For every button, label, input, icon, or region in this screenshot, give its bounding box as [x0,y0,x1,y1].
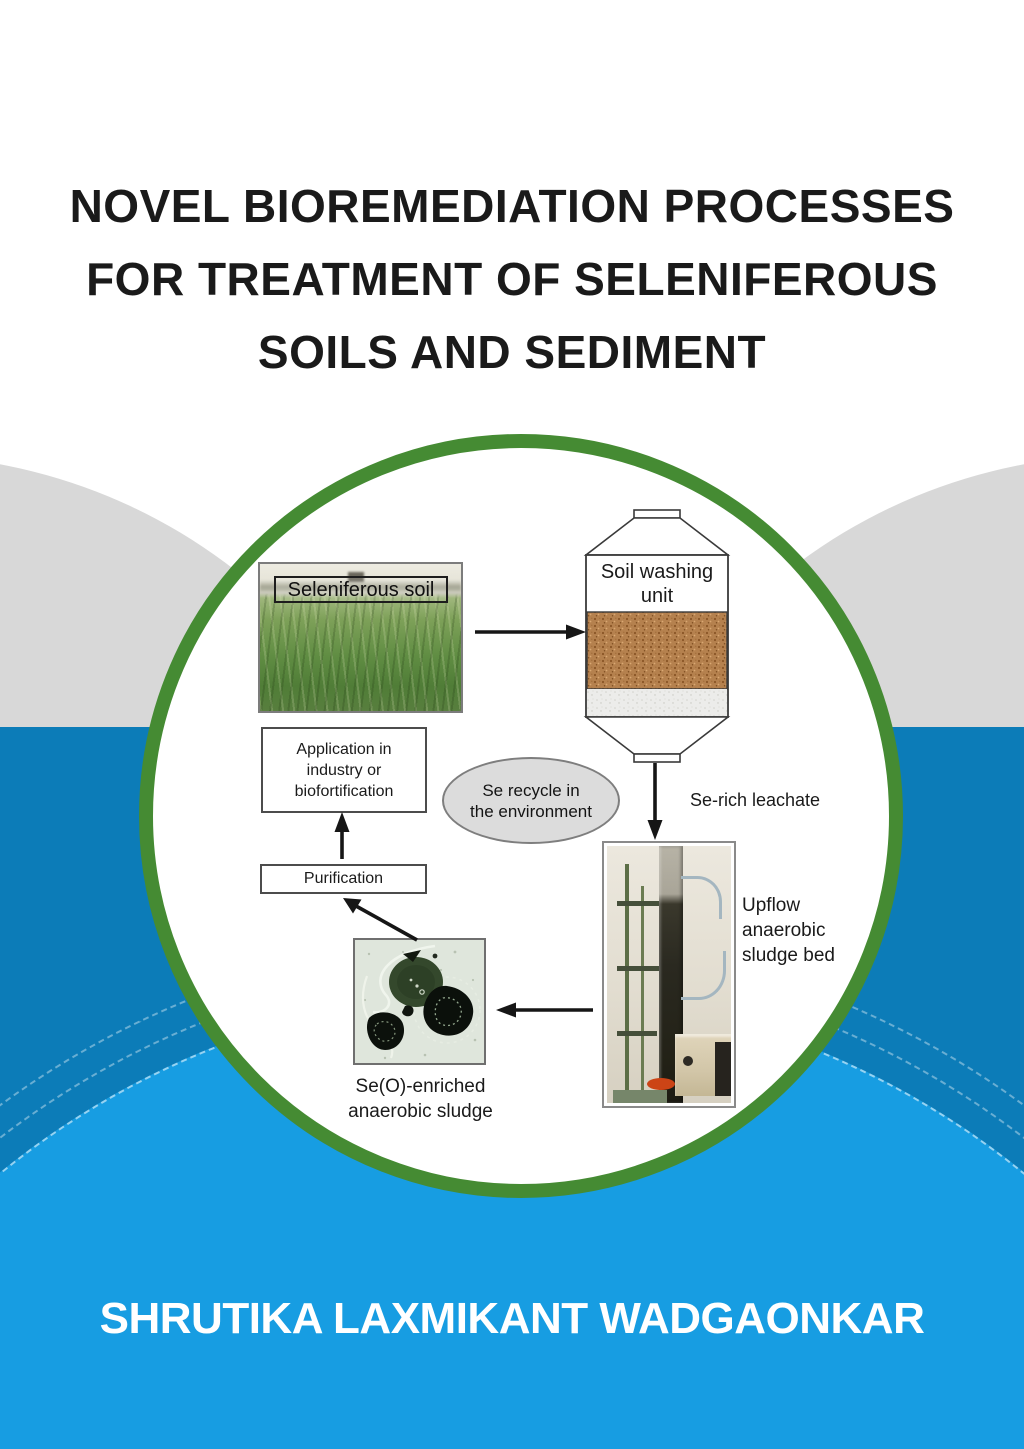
tubing [681,876,722,919]
clamp [617,1031,657,1036]
seleniferous-soil-photo: Seleniferous soil [258,562,463,713]
soil-washing-unit-vessel [583,509,731,763]
title-line-1: NOVEL BIOREMEDIATION PROCESSES [69,180,955,232]
stand-rod [625,864,629,1094]
se-rich-leachate-label: Se-rich leachate [690,790,821,810]
sludge-micrograph [353,938,486,1065]
pump-knob [683,1056,693,1066]
title-line-3: SOILS AND SEDIMENT [257,326,767,378]
seleniferous-soil-label: Seleniferous soil [274,576,448,603]
author-name: SHRUTIKA LAXMIKANT WADGAONKAR [99,1294,925,1343]
uasb-label: Upflow anaerobic sludge bed [742,895,835,966]
pump-face [715,1042,731,1096]
uasb-reactor-photo [602,841,736,1108]
page-title: NOVEL BIOREMEDIATION PROCESSES FOR TREAT… [0,170,1024,389]
soil-washing-unit-label: Soil washing unit [600,561,714,607]
title-line-2: FOR TREATMENT OF SELENIFEROUS [86,253,938,305]
red-clamp [647,1078,675,1090]
stand-base [613,1090,667,1103]
purification-box: Purification [260,864,427,894]
application-box: Application in industry or biofortificat… [261,727,427,813]
sludge-label: Se(O)-enriched anaerobic sludge [348,1076,493,1122]
se-recycle-ellipse: Se recycle in the environment [442,757,620,844]
clamp [617,966,663,971]
clamp [617,901,663,906]
stand-rod [641,886,644,1101]
tubing [681,951,726,1000]
tree-line [260,580,461,591]
